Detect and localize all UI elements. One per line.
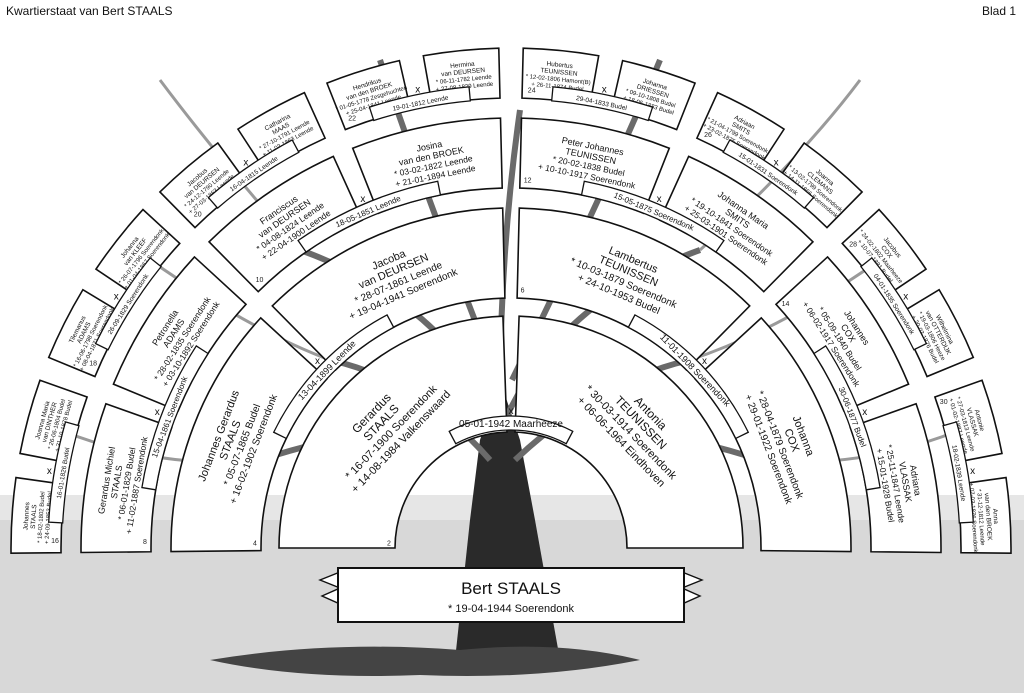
marriage-marker: x bbox=[702, 356, 707, 367]
ancestor-name: van den BROEK bbox=[983, 493, 993, 542]
page-title: Kwartierstaat van Bert STAALS bbox=[6, 4, 173, 18]
ancestor-name: van DEURSEN bbox=[441, 67, 486, 78]
ancestor-box bbox=[516, 207, 751, 372]
root-banner: Bert STAALS * 19-04-1944 Soerendonk bbox=[318, 567, 704, 623]
ancestor-number: 30 bbox=[940, 399, 948, 406]
marriage-marker: x bbox=[862, 407, 867, 418]
ancestor-name: Johannes bbox=[23, 501, 32, 530]
marriage-marker: x bbox=[315, 356, 320, 367]
birth-date: * 31-12-1812 Leende bbox=[975, 489, 985, 546]
ancestor-number: 12 bbox=[524, 177, 532, 184]
birth-date: * 06-11-1782 Leende bbox=[436, 74, 493, 86]
marriage-marker: x bbox=[509, 406, 514, 417]
marriage-marker: x bbox=[903, 292, 908, 303]
marriage-marker: x bbox=[360, 194, 365, 205]
marriage-marker: x bbox=[155, 407, 160, 418]
ancestor-number: 18 bbox=[89, 360, 97, 367]
ancestor-number: 16 bbox=[51, 538, 59, 545]
ancestor-number: 24 bbox=[528, 88, 536, 95]
marriage-box bbox=[627, 314, 750, 440]
ancestor-number: 2 bbox=[387, 540, 391, 547]
ancestor-number: 8 bbox=[143, 539, 147, 546]
ancestor-box bbox=[695, 91, 786, 173]
marriage-marker: x bbox=[970, 466, 975, 477]
marriage-marker: x bbox=[657, 194, 662, 205]
marriage-box bbox=[207, 139, 300, 210]
root-birth: * 19-04-1944 Soerendonk bbox=[448, 603, 574, 615]
ancestor-box bbox=[47, 288, 127, 378]
marriage-marker: x bbox=[774, 157, 779, 168]
ancestor-number: 28 bbox=[849, 241, 857, 248]
marriage-box bbox=[272, 314, 395, 440]
birth-date: * 18-02-1802 Budel bbox=[37, 491, 46, 543]
root-box bbox=[337, 567, 685, 623]
marriage-box bbox=[141, 345, 209, 491]
ancestor-box bbox=[278, 315, 508, 549]
marriage-box bbox=[942, 421, 974, 524]
marriage-date: 05-01-1942 Maarheeze bbox=[459, 419, 563, 430]
root-name: Bert STAALS bbox=[461, 579, 561, 598]
ancestor-number: 6 bbox=[521, 287, 525, 294]
marriage-box bbox=[297, 180, 442, 253]
marriage-marker: x bbox=[602, 84, 607, 95]
ancestor-number: 4 bbox=[253, 540, 257, 547]
ancestor-name: TEUNISSEN bbox=[540, 67, 578, 78]
ancestor-number: 10 bbox=[256, 277, 264, 284]
marriage-box bbox=[94, 256, 162, 351]
ancestor-number: 20 bbox=[194, 212, 202, 219]
marriage-box bbox=[580, 180, 725, 253]
ancestor-number: 26 bbox=[704, 132, 712, 139]
ancestor-box bbox=[158, 141, 249, 229]
marriage-box bbox=[368, 86, 472, 122]
marriage-1: 05-01-1942 Maarheeze x bbox=[448, 406, 574, 445]
sheet-number: Blad 1 bbox=[981, 4, 1016, 18]
ancestor-box bbox=[841, 208, 928, 299]
marriage-marker: x bbox=[243, 157, 248, 168]
ancestor-name: Anna bbox=[991, 508, 999, 524]
ancestor-name: Hermina bbox=[450, 61, 476, 70]
ancestor-box bbox=[514, 315, 744, 549]
ancestor-number: 14 bbox=[782, 301, 790, 308]
marriage-box bbox=[48, 421, 80, 524]
marriage-box bbox=[813, 345, 881, 491]
marriage-marker: x bbox=[47, 466, 52, 477]
ancestor-number: 22 bbox=[348, 116, 356, 123]
marriage-marker: x bbox=[114, 292, 119, 303]
marriage-box bbox=[860, 256, 928, 351]
marriage-marker: x bbox=[415, 84, 420, 95]
marriage-box bbox=[448, 415, 574, 445]
ancestor-name: STAALS bbox=[30, 504, 39, 530]
ancestor-name: Hubertus bbox=[546, 61, 574, 71]
marriage-box bbox=[550, 86, 654, 122]
marriage-box bbox=[722, 139, 815, 210]
ancestor-box bbox=[170, 316, 329, 553]
